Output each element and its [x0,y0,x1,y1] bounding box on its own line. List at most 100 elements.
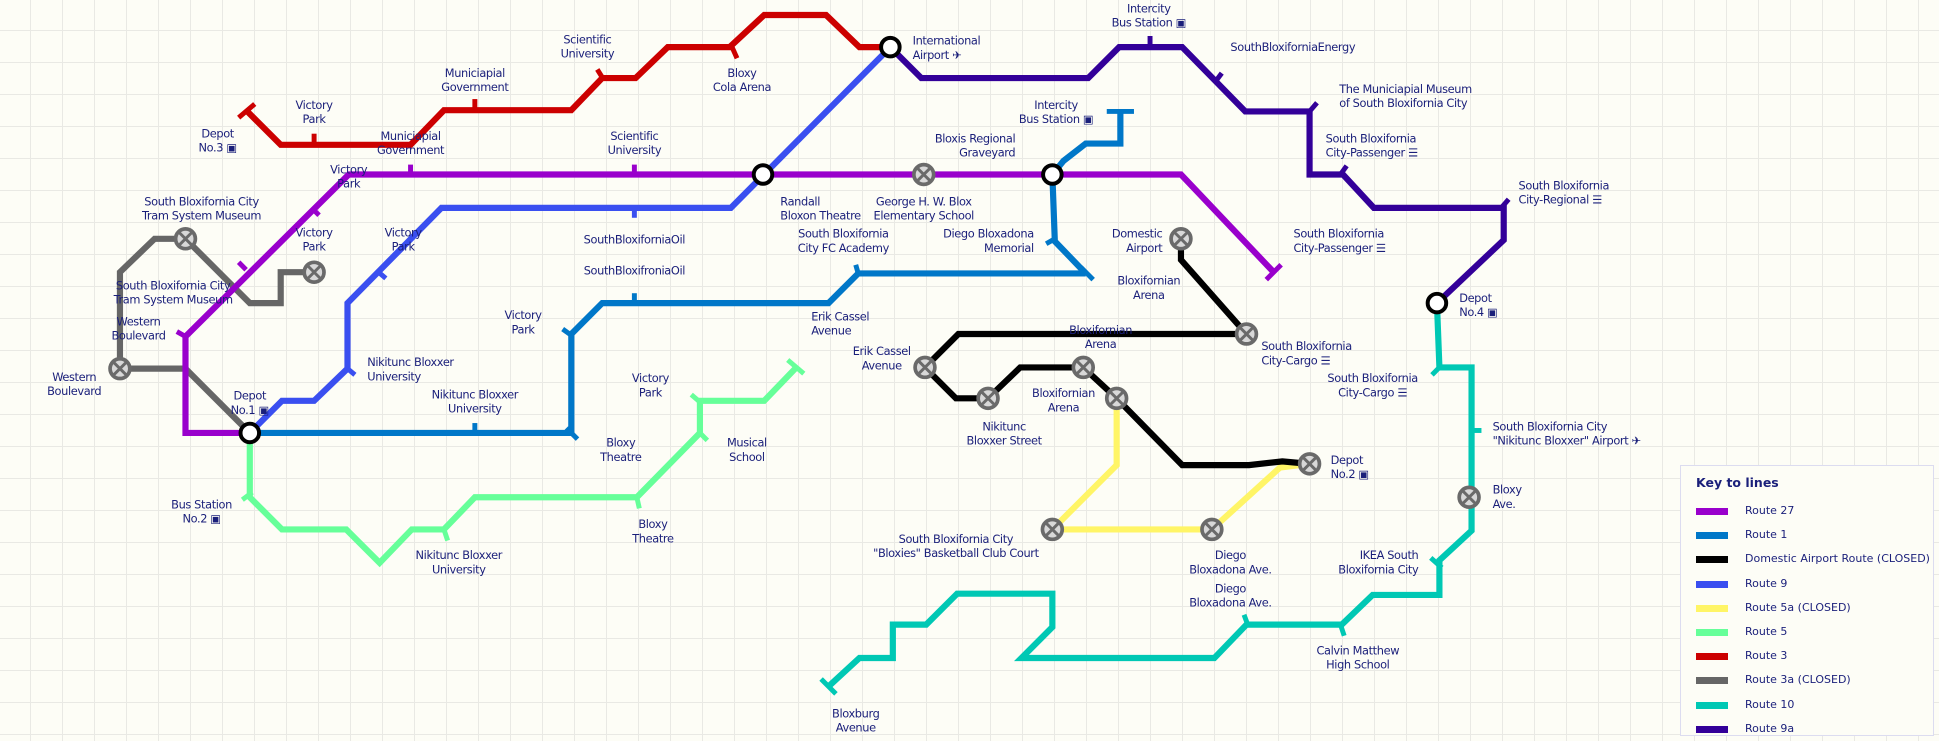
legend-swatch [1696,725,1728,733]
station-label-line: SouthBloxiforniaEnergy [1230,40,1355,54]
station-tick [345,366,357,377]
station-label-line: City-Regional [1519,193,1590,207]
route-segment [1049,111,1124,177]
station-label-line: Bloxburg [832,706,880,720]
station-label-line: City FC Academy [798,241,890,255]
closed-station-icon[interactable] [1071,355,1096,380]
interchange-station[interactable] [238,421,262,445]
station-label-line: "Bloxies" Basketball Club Court [873,546,1040,560]
station-tick [1338,623,1347,637]
closed-station-icon[interactable] [911,162,936,187]
route-segment [249,270,1086,437]
station-label-line: Park [303,240,327,254]
station-label-line: Diego [1215,548,1247,562]
interchange-station[interactable] [751,163,775,186]
station-label-line: Bloxy [1493,483,1523,497]
station-markers [108,35,1481,542]
station-label-line: No.2 [182,512,207,526]
closed-station-icon[interactable] [913,355,937,380]
legend-swatch [1696,532,1728,540]
closed-station-icon[interactable] [302,260,326,284]
bus-icon: ▣ [255,403,269,417]
station-label-line: Park [392,240,416,254]
station-tick [1338,164,1349,176]
station-label-line: Intercity [1127,2,1171,16]
station-label-line: George H. W. Blox [876,194,972,208]
interchange-station[interactable] [1425,291,1449,315]
station-label-line: Nikitunc Bloxxer [432,387,519,401]
interchange-station[interactable] [879,35,902,59]
station-label-line: Airport [1126,241,1163,255]
legend-label: Route 9 [1745,576,1788,590]
station-tick [564,426,580,441]
station-label-line: Ave. [1493,497,1516,511]
station-label-line: Erik Cassel [853,344,911,358]
station-label-line: Bloxy [606,436,636,450]
legend-swatch [1696,653,1728,661]
closed-station-icon[interactable] [1040,517,1065,542]
station-label-line: Bus Station [1019,112,1080,126]
legend-item: Route 5 [1696,623,1931,643]
closed-station-icon[interactable] [1200,517,1224,542]
station-label-line: Calvin Matthew [1316,643,1399,657]
legend-title: Key to lines [1696,475,1779,490]
station-label-line: Airport [913,48,950,62]
station-label-line: Avenue [862,358,902,372]
bus-icon: ▣ [1355,467,1369,481]
station-label: SouthBloxiforniaOil [584,233,686,247]
station-label: SouthBloxiforniaEnergy [1230,40,1355,54]
closed-station-icon[interactable] [1234,322,1259,346]
station-tick [309,206,321,218]
station-label-line: South Bloxifornia [1293,227,1383,241]
legend-swatch [1696,556,1728,564]
station-tick [240,490,254,502]
station-label-line: Avenue [836,721,876,735]
station-label-line: Boulevard [111,329,165,343]
interchange-station[interactable] [1041,163,1064,186]
closed-station-icon[interactable] [173,227,198,251]
station-label-line: Intercity [1034,98,1078,112]
legend-item: Route 9 [1696,575,1931,595]
station-label-line: Tram System Museum [141,209,261,223]
route-5-line [240,358,806,568]
station-label-line: Memorial [984,241,1034,255]
route-segment [246,365,799,568]
closed-station-icon[interactable] [1169,227,1193,251]
route-9a-line [888,35,1511,306]
station-label-line: Bloxadona Ave. [1189,596,1271,610]
closed-station-icon[interactable] [976,386,1000,411]
closed-station-icon[interactable] [1457,485,1481,509]
domestic-airport-route-line [920,238,1310,469]
station-label-line: No.2 [1331,467,1356,481]
legend-swatch [1696,701,1728,709]
closed-station-icon[interactable] [108,356,132,381]
station-tick [561,327,573,338]
closed-station-icon[interactable] [1297,452,1322,476]
station-label-line: "Nikitunc Bloxxer" Airport [1493,434,1630,448]
station-label-line: South Bloxifornia [1519,178,1609,192]
closed-station-icon[interactable] [1104,386,1129,411]
legend-label: Route 1 [1745,528,1788,542]
station-label-line: of South Bloxifornia City [1339,96,1468,110]
station-label: South Bloxifornia City"Bloxies" Basketba… [873,532,1040,560]
station-label-line: High School [1326,658,1390,672]
station-label-line: Depot [201,126,234,140]
